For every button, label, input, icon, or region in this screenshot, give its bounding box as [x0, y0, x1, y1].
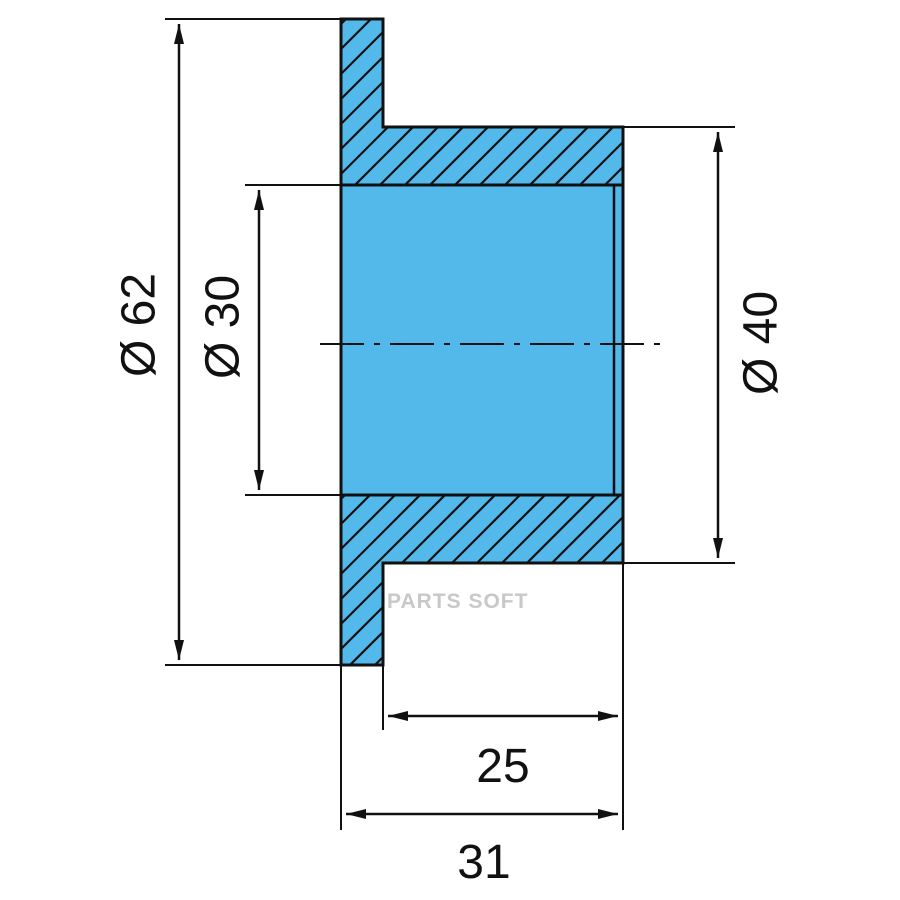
hatch-line	[145, 10, 330, 195]
hatch-line	[341, 495, 456, 665]
hatch-line	[544, 19, 623, 185]
hatch-line	[341, 495, 356, 665]
hatch-line	[745, 10, 900, 195]
dim-text-62: Ø 62	[113, 273, 166, 377]
hatch-line	[341, 495, 381, 665]
hatch-line	[740, 485, 900, 675]
hatch-line	[341, 19, 406, 185]
hatch-line	[720, 10, 900, 195]
hatch-line	[765, 485, 900, 675]
hatch-line	[645, 10, 830, 195]
hatch-line	[770, 10, 900, 195]
hatch-line	[670, 10, 855, 195]
hatch-line	[715, 485, 900, 675]
bore-area	[341, 185, 623, 495]
hatch-line	[790, 485, 900, 675]
hatch-line	[614, 495, 623, 665]
bottom-wall-section	[140, 485, 900, 675]
hatch-line	[665, 485, 855, 675]
hatch-line	[140, 485, 330, 675]
dim-text-25: 25	[476, 740, 529, 793]
hatch-line	[619, 19, 623, 185]
hatch-line	[640, 485, 830, 675]
dim-text-40: Ø 40	[735, 291, 788, 395]
hatch-line	[795, 10, 900, 195]
hatch-line	[341, 19, 356, 185]
dim-text-30: Ø 30	[197, 275, 250, 379]
hatch-line	[815, 485, 900, 675]
watermark: PARTS SOFT	[387, 590, 528, 613]
hatch-line	[820, 10, 900, 195]
hatch-line	[341, 495, 431, 665]
hatch-line	[695, 10, 880, 195]
top-wall-section	[145, 10, 900, 195]
extension-lines	[165, 18, 735, 830]
hatch-line	[569, 19, 623, 185]
hatching-top	[145, 10, 900, 195]
dim-text-31: 31	[457, 836, 510, 889]
hatch-line	[341, 19, 381, 185]
hatch-line	[341, 495, 406, 665]
